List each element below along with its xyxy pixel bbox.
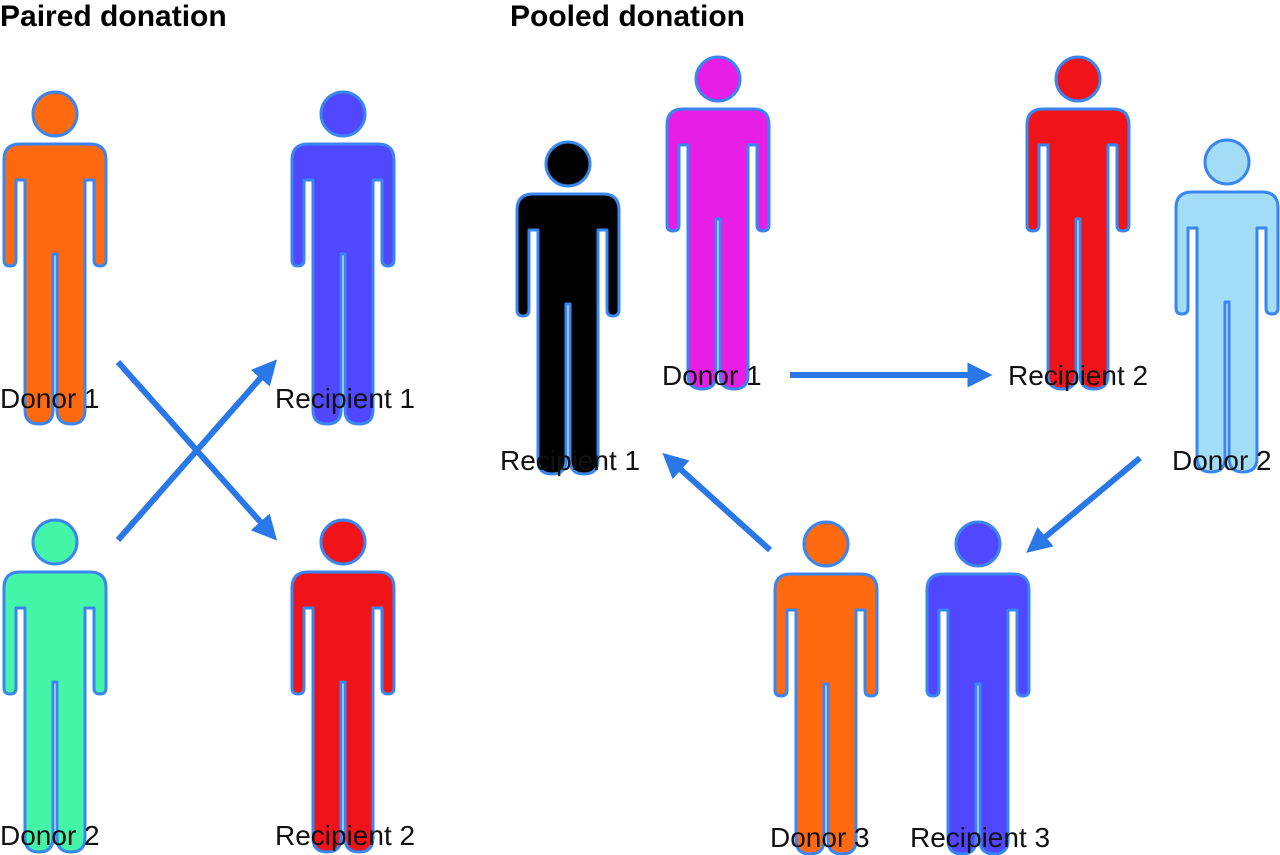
person-body [925, 572, 1031, 855]
paired-donation-title: Paired donation [0, 0, 227, 33]
person-label: Donor 2 [1172, 445, 1272, 476]
arrow-pooled-d2-to-r3 [1026, 455, 1142, 553]
person-pooled-recipient-1: Recipient 1 [500, 140, 640, 476]
person-label: Recipient 2 [275, 820, 415, 851]
person-head [31, 90, 79, 138]
person-body [1174, 190, 1280, 474]
person-paired-recipient-2: Recipient 2 [275, 518, 415, 854]
person-label: Donor 1 [662, 360, 762, 391]
person-head [544, 140, 592, 188]
person-pooled-recipient-3: Recipient 3 [910, 520, 1050, 855]
person-paired-recipient-1: Recipient 1 [275, 90, 415, 426]
person-head [954, 520, 1002, 568]
person-head [31, 518, 79, 566]
person-head [319, 90, 367, 138]
person-label: Recipient 2 [1008, 360, 1148, 391]
arrow-paired-d2-to-r1 [115, 359, 277, 542]
person-body [1025, 107, 1131, 391]
person-head [802, 520, 850, 568]
person-label: Donor 1 [0, 383, 100, 414]
person-body [290, 570, 396, 854]
person-paired-donor-2: Donor 2 [0, 518, 108, 854]
person-body [2, 142, 108, 426]
person-head [319, 518, 367, 566]
person-body [515, 192, 621, 476]
pooled-donation-title: Pooled donation [510, 0, 745, 33]
person-body [2, 570, 108, 854]
arrow-pooled-d3-to-r1 [662, 452, 773, 553]
person-pooled-recipient-2: Recipient 2 [1008, 55, 1148, 391]
person-label: Donor 2 [0, 820, 100, 851]
person-pooled-donor-1: Donor 1 [662, 55, 771, 391]
person-label: Recipient 1 [500, 445, 640, 476]
person-head [1203, 138, 1251, 186]
person-head [1054, 55, 1102, 103]
person-body [773, 572, 879, 855]
person-label: Recipient 3 [910, 822, 1050, 853]
person-pooled-donor-2: Donor 2 [1172, 138, 1280, 476]
person-pooled-donor-3: Donor 3 [770, 520, 879, 855]
person-label: Recipient 1 [275, 383, 415, 414]
person-paired-donor-1: Donor 1 [0, 90, 108, 426]
person-body [290, 142, 396, 426]
person-body [665, 107, 771, 391]
person-label: Donor 3 [770, 822, 870, 853]
person-head [694, 55, 742, 103]
